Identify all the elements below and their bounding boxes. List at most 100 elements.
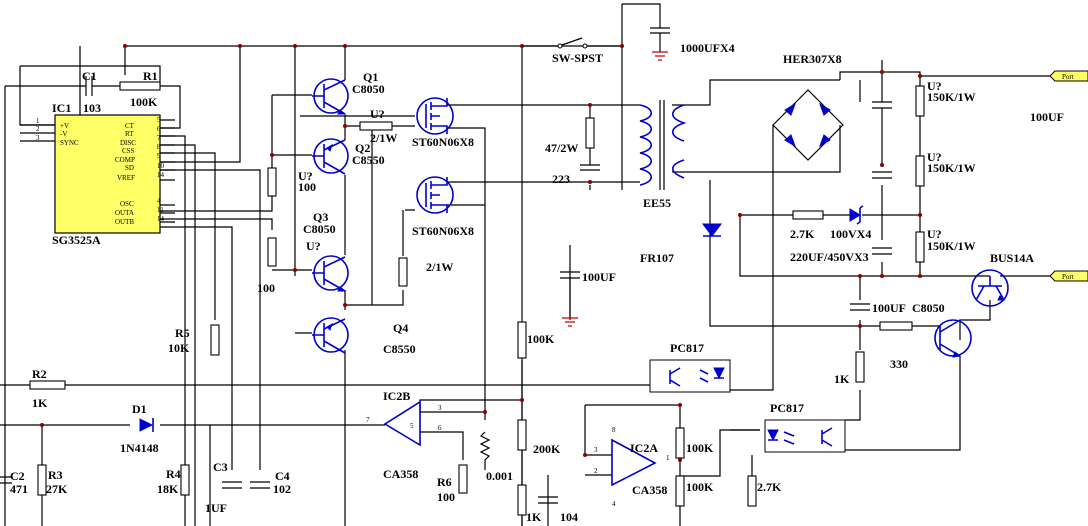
capacitor-c4 [250,481,270,489]
c2-label: C2 [10,469,25,483]
c2-value: 471 [10,482,28,496]
junctions [40,44,922,462]
transistor-q2 [312,138,349,175]
ic1-pin-num-6: 6 [157,125,161,133]
r-1k-bot-value: 1K [526,510,542,524]
ic1-pin-num-11: 11 [157,206,164,214]
ic2a-part: CA358 [632,483,667,497]
resistor-2-7k-bot [747,475,757,507]
optocoupler-pc817-2 [764,419,846,453]
port-2: Port [1049,270,1088,282]
q4-part: C8550 [383,342,416,356]
transistor-q4 [312,317,349,354]
resistor-0-001 [479,431,491,470]
r-0-001-value: 0.001 [486,469,513,483]
c-220uf-label: 220UF/450VX3 [790,250,869,264]
r-150k-3-value: 150K/1W [927,239,976,253]
u-2-1w-ref: U? [370,107,385,121]
resistor-r5 [210,324,220,356]
r-2-7k-top-value: 2.7K [790,227,815,241]
ic2a-pin-3: 3 [594,446,598,454]
ic1-pin-num-5: 5 [157,116,161,124]
ic1-pin-num-10: 10 [157,162,165,170]
diode-fr107 [702,223,722,237]
r3-value: 27K [46,482,68,496]
c-100uf-mid-label: 100UF [582,270,616,284]
resistor-r2 [29,380,66,390]
capacitor-c2 [0,476,12,484]
q3-label: Q3 [313,210,328,224]
opamp-ic2b: 3 7 6 5 [366,400,442,447]
r-200k-value: 200K [533,442,561,456]
ic1-pin-num-14b: 14 [157,215,165,223]
q3-part: C8050 [303,222,336,236]
pc817-2-label: PC817 [770,401,804,415]
c1-label: C1 [82,69,97,83]
r5-value: 10K [168,341,190,355]
d1-part: 1N4148 [120,441,159,455]
resistor-r6 [458,464,468,494]
resistor-330 [879,321,913,331]
q2-part: C8550 [352,153,385,167]
resistor-100k-a [675,427,685,459]
switch-sw-spst [557,37,588,49]
ic1-pin-outb: OUTB [115,218,134,226]
resistor-u-2-1w [359,121,393,131]
u-150k-1-ref: U? [927,79,942,93]
resistor-u-100 [267,167,277,197]
r2-label: R2 [32,367,47,381]
r-150k-2-value: 150K/1W [927,161,976,175]
resistor-150k-2 [915,155,925,187]
port-2-label: Port [1062,273,1074,281]
c-100uf-lower-label: 100UF [872,301,906,315]
ic2b-label: IC2B [383,389,410,403]
ic1-pin-osc: OSC [120,200,134,208]
r6-value: 100 [437,490,455,504]
capacitor-c1 [78,76,100,96]
ic2a-pin-1: 1 [666,454,670,462]
transistor-q3 [312,255,349,292]
resistor-r1 [119,81,161,91]
optocoupler-pc817-1 [649,359,731,393]
d1-label: D1 [132,402,147,416]
ic1-pin-comp: COMP [115,156,135,164]
r4-value: 18K [157,482,179,496]
resistor-r3 [37,464,47,496]
ic1-pin-plusv: +V [60,122,69,130]
u-ref-q3: U? [306,239,321,253]
capacitor-220uf-2 [872,171,892,179]
ic2b-pin-5: 5 [410,422,414,430]
potentiometer-200k [517,419,527,451]
ic1-pin-rt: RT [125,130,134,138]
capacitor-220uf-1 [872,90,892,112]
c8050-right-label: C8050 [912,301,945,315]
u-2-1w-value: 2/1W [370,131,397,145]
capacitor-220uf-3 [872,247,892,255]
ic1-pin-vref: VREF [117,174,135,182]
resistor-150k-1 [915,85,925,117]
r-150k-1-value: 150K/1W [927,90,976,104]
u-100-ref: U? [298,169,313,183]
ic1-pin-minusv: -V [60,130,67,138]
sw-label: SW-SPST [552,51,603,65]
fr107-label: FR107 [640,251,674,265]
resistor-1k-right [855,351,865,383]
resistor-1k-bot [517,484,527,516]
q1-label: Q1 [363,70,378,84]
transformer-ee55 [639,100,687,190]
resistor-47-2w [585,117,595,149]
ic1-pin-num-14a: 14 [157,171,165,179]
ic1-pin-disc: DISC [120,139,136,147]
ic1-pin-num-9: 9 [157,152,161,160]
r-100k-a-value: 100K [686,441,714,455]
c-223-value: 223 [552,172,570,186]
q1-part: C8050 [352,82,385,96]
r-100k-mid-value: 100K [527,332,555,346]
resistor-100 [267,237,277,267]
c-100uf-right: 100UF [1030,110,1064,124]
cap-1000uf-label: 1000UFX4 [680,41,735,55]
ic1-pin-num-8: 8 [157,143,161,151]
r-330-value: 330 [890,357,908,371]
transistor-q1 [312,78,349,115]
z-100vx4-label: 100VX4 [830,227,871,241]
